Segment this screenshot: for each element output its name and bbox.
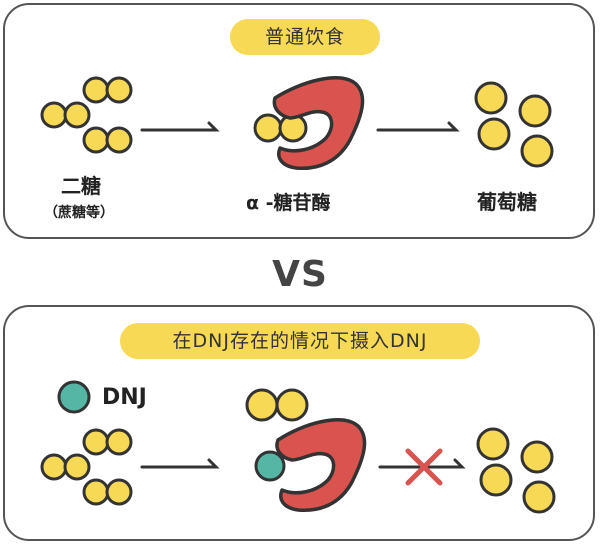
sugar-molecule — [82, 428, 110, 456]
disaccharide-example-label: （蔗糖等） — [44, 205, 114, 221]
glucose-molecule — [520, 440, 554, 474]
alpha-glucosidase-enzyme — [253, 76, 365, 171]
inhibited-enzyme — [254, 418, 367, 513]
enzyme-shape — [272, 76, 365, 171]
enzyme-label: α -糖苷酶 — [246, 192, 331, 214]
dnj-panel-title: 在DNJ存在的情况下摄入DNJ — [120, 323, 480, 359]
glucose-molecule — [522, 480, 556, 514]
reaction-arrow — [140, 121, 220, 132]
sugar-molecule — [82, 126, 110, 154]
glucose-molecule — [474, 81, 508, 115]
disaccharide-label: 二糖 — [61, 174, 101, 198]
sugar-molecule — [105, 478, 133, 506]
glucose-label: 葡萄糖 — [477, 190, 537, 214]
glucose-molecule — [520, 134, 554, 168]
reaction-arrow — [140, 458, 220, 469]
sugar-molecule — [63, 453, 91, 481]
reaction-arrow — [376, 121, 460, 132]
sugar-molecule — [253, 113, 283, 143]
dnj-molecule — [254, 450, 286, 482]
sugar-molecule — [275, 388, 309, 422]
unbound-sugar-molecules — [245, 388, 309, 422]
sugar-molecule — [63, 101, 91, 129]
glucose-molecules — [476, 427, 556, 514]
blocked-arrow — [378, 448, 466, 486]
sugar-molecule — [105, 126, 133, 154]
sugar-molecule — [82, 76, 110, 104]
cross-icon — [405, 448, 443, 486]
sugar-molecule — [40, 453, 68, 481]
enzyme-shape — [275, 418, 367, 513]
sugar-molecule — [40, 101, 68, 129]
glucose-molecule — [479, 463, 513, 497]
glucose-molecule — [518, 94, 552, 128]
sugar-molecule — [82, 478, 110, 506]
glucose-molecules — [474, 81, 554, 168]
dnj-legend-icon — [57, 380, 91, 414]
sugar-molecule — [105, 428, 133, 456]
sugar-molecule — [105, 76, 133, 104]
disaccharide-molecules — [40, 76, 133, 154]
glucose-molecule — [477, 117, 511, 151]
dnj-legend-label: DNJ — [102, 385, 147, 410]
sugar-molecule — [245, 388, 279, 422]
vs-separator: VS — [272, 254, 328, 295]
normal-diet-title: 普通饮食 — [230, 19, 380, 55]
glucose-molecule — [476, 427, 510, 461]
disaccharide-molecules — [40, 428, 133, 506]
